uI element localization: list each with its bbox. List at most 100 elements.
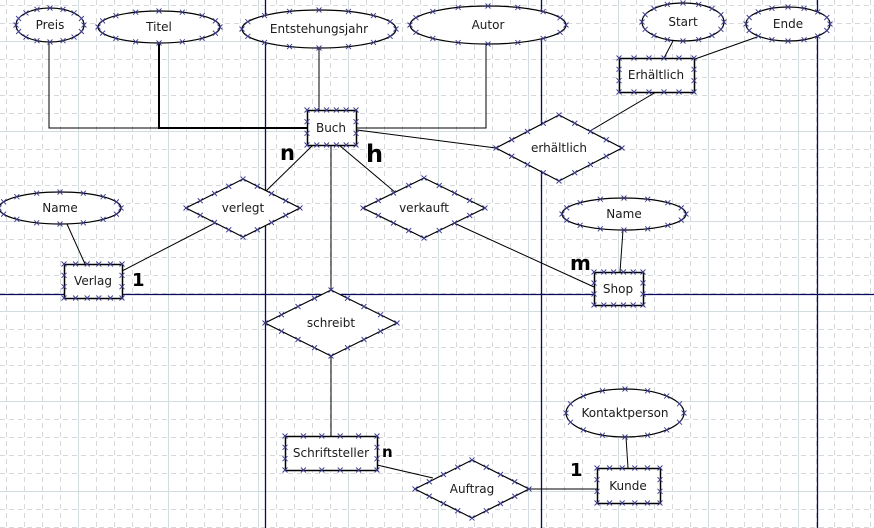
rectangle-shape <box>63 263 124 300</box>
selection-handle-icon <box>801 5 807 12</box>
attribute-kontaktperson[interactable]: Kontaktperson <box>563 386 687 440</box>
selection-handle-icon <box>15 28 22 35</box>
selection-handle-icon <box>678 217 685 223</box>
selection-handle-icon <box>622 386 628 392</box>
selection-handle-icon <box>394 320 400 326</box>
selection-handle-icon <box>60 6 66 13</box>
attribute-entstehungsjahr[interactable]: Entstehungsjahr <box>239 7 399 51</box>
selection-handle-icon <box>644 388 651 394</box>
entity-shop[interactable]: Shop <box>591 269 646 308</box>
selection-handle-icon <box>337 433 344 439</box>
selection-handle-icon <box>72 295 79 301</box>
selection-handle-icon <box>300 433 307 439</box>
selection-handle-icon <box>72 261 79 267</box>
selection-handle-icon <box>132 9 139 16</box>
connector-buch-erhaeltlich <box>356 129 497 149</box>
entity-verlag[interactable]: Verlag <box>61 261 125 301</box>
relationship-erhaeltlich[interactable]: erhältlich <box>493 112 625 184</box>
connector-buch-verlegt <box>262 144 314 195</box>
entity-label: Schriftsteller <box>293 446 369 460</box>
cardinality-verlag-verlegt: 1 <box>132 270 145 291</box>
entity-label: Verlag <box>74 274 112 288</box>
selection-handle-icon <box>254 226 261 233</box>
relationship-verkauft[interactable]: verkauft <box>360 175 488 241</box>
selection-handle-icon <box>407 22 413 28</box>
selection-handle-icon <box>657 465 663 471</box>
attribute-autor[interactable]: Autor <box>407 3 569 47</box>
selection-handle-icon <box>95 24 101 30</box>
selection-handle-icon <box>557 29 563 36</box>
attribute-shop-name[interactable]: Name <box>559 195 689 233</box>
selection-handle-icon <box>563 217 570 223</box>
selection-handle-icon <box>156 40 162 46</box>
selection-handle-icon <box>440 500 447 507</box>
selection-handle-icon <box>769 5 775 12</box>
selection-handle-icon <box>311 344 318 351</box>
selection-handle-icon <box>212 18 219 24</box>
selection-handle-icon <box>620 302 627 308</box>
selection-handle-icon <box>57 221 63 227</box>
selection-handle-icon <box>508 153 515 160</box>
selection-handle-icon <box>621 195 627 201</box>
selection-handle-icon <box>591 302 597 308</box>
selection-handle-icon <box>646 55 652 61</box>
connector-verlag-name <box>66 223 86 265</box>
selection-handle-icon <box>344 295 351 302</box>
selection-handle-icon <box>577 199 583 206</box>
selection-handle-icon <box>0 199 7 205</box>
selection-handle-icon <box>664 36 671 43</box>
selection-handle-icon <box>642 26 648 33</box>
selection-handle-icon <box>664 1 671 8</box>
selection-handle-icon <box>640 291 646 297</box>
attribute-ende[interactable]: Ende <box>743 4 833 44</box>
attribute-titel[interactable]: Titel <box>95 8 223 46</box>
rectangle-shape <box>618 57 696 94</box>
attribute-start[interactable]: Start <box>639 0 727 44</box>
selection-handle-icon <box>333 142 340 148</box>
selection-handle-icon <box>353 130 359 137</box>
selection-handle-icon <box>78 15 85 22</box>
selection-handle-icon <box>61 261 67 267</box>
relationship-auftrag[interactable]: Auftrag <box>412 457 532 521</box>
selection-handle-icon <box>718 26 724 33</box>
entity-schriftsteller[interactable]: Schriftsteller <box>282 433 380 473</box>
attribute-label: Kontaktperson <box>581 406 668 420</box>
selection-handle-icon <box>622 434 628 440</box>
relationship-verlegt[interactable]: verlegt <box>183 176 303 240</box>
selection-handle-icon <box>591 280 597 286</box>
selection-handle-icon <box>577 222 583 229</box>
entity-buch[interactable]: Buch <box>304 107 359 148</box>
selection-handle-icon <box>113 35 119 42</box>
selection-handle-icon <box>814 9 821 15</box>
selection-handle-icon <box>355 467 362 473</box>
selection-handle-icon <box>304 107 310 113</box>
connector-shop-name <box>619 229 624 273</box>
selection-handle-icon <box>343 107 350 113</box>
selection-handle-icon <box>556 112 562 118</box>
entity-label: Erhältlich <box>628 68 684 82</box>
selection-handle-icon <box>197 212 204 219</box>
connector-erhaeltlich-rel-entity <box>589 91 657 132</box>
selection-handle-icon <box>587 161 594 168</box>
selection-handle-icon <box>211 190 218 197</box>
selection-handle-icon <box>262 320 268 326</box>
attribute-preis[interactable]: Preis <box>13 5 87 45</box>
selection-handle-icon <box>377 328 384 335</box>
selection-handle-icon <box>183 205 189 211</box>
selection-handle-icon <box>485 3 491 9</box>
selection-handle-icon <box>84 261 91 267</box>
selection-handle-icon <box>631 55 637 61</box>
entity-kunde[interactable]: Kunde <box>594 465 663 506</box>
selection-handle-icon <box>451 220 458 226</box>
attribute-verlag-name[interactable]: Name <box>0 189 124 227</box>
selection-handle-icon <box>377 311 384 318</box>
selection-handle-icon <box>297 205 303 211</box>
selection-handle-icon <box>245 33 251 40</box>
selection-handle-icon <box>440 471 447 478</box>
relationship-schreibt[interactable]: schreibt <box>262 287 400 359</box>
selection-handle-icon <box>113 211 120 217</box>
selection-handle-icon <box>515 4 521 11</box>
selection-handle-icon <box>197 197 204 204</box>
entity-erhaeltlich[interactable]: Erhältlich <box>616 55 697 95</box>
selection-handle-icon <box>469 515 475 521</box>
